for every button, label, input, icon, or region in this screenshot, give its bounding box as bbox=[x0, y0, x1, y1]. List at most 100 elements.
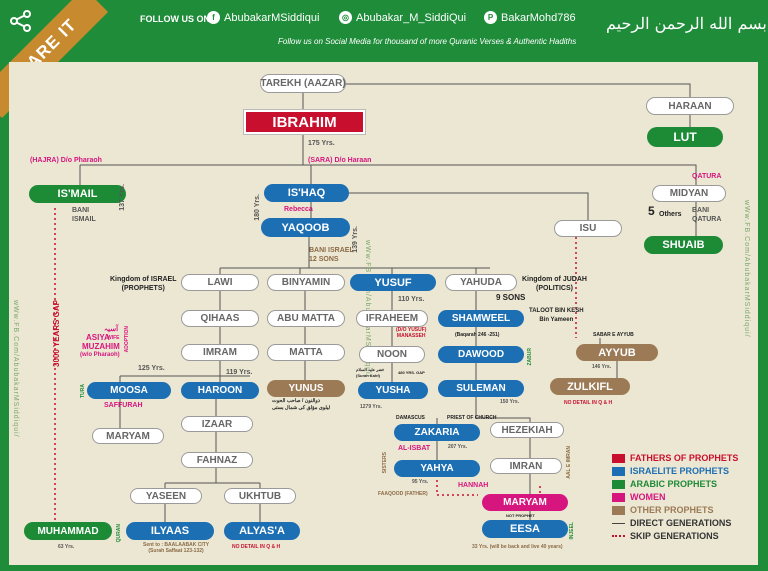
legend-label: DIRECT GENERATIONS bbox=[630, 518, 732, 528]
imram-years: 125 Yrs. bbox=[138, 365, 165, 372]
legend-label: SKIP GENERATIONS bbox=[630, 531, 719, 541]
node-ukhtub[interactable]: UKHTUB bbox=[224, 488, 296, 504]
legend-swatch bbox=[612, 505, 625, 515]
node-zakaria[interactable]: ZAKARIA bbox=[394, 424, 480, 441]
no-detail-zulkifl: NO DETAIL IN Q & H bbox=[564, 400, 613, 406]
node-haroon[interactable]: HAROON bbox=[181, 382, 259, 399]
tura-label: TURA bbox=[80, 384, 86, 398]
sisters-label: SISTERS bbox=[382, 452, 388, 474]
node-maryam-mother[interactable]: MARYAM bbox=[482, 494, 568, 511]
node-izaar[interactable]: IZAAR bbox=[181, 416, 253, 432]
node-lawi[interactable]: LAWI bbox=[181, 274, 259, 291]
pinterest-icon: P bbox=[484, 11, 497, 24]
node-yaqoob[interactable]: YAQOOB bbox=[261, 218, 350, 237]
sara-label: (SARA) D/o Haraan bbox=[308, 157, 372, 164]
saffurah-label: SAFFURAH bbox=[104, 402, 143, 409]
node-shamweel[interactable]: SHAMWEEL bbox=[438, 310, 524, 327]
legend-item: SKIP GENERATIONS bbox=[612, 531, 719, 541]
node-yusha[interactable]: YUSHA bbox=[358, 382, 428, 399]
legend-label: ISRAELITE PROPHETS bbox=[630, 466, 730, 476]
node-midyan[interactable]: MIDYAN bbox=[652, 185, 726, 202]
injeel-label: INJEEL bbox=[569, 522, 575, 540]
node-maryam-sister[interactable]: MARYAM bbox=[92, 428, 164, 444]
node-qihaas[interactable]: QIHAAS bbox=[181, 310, 259, 327]
nine-sons-label: 9 SONS bbox=[496, 293, 526, 302]
hannah-label: HANNAH bbox=[458, 482, 489, 489]
taloot-label: TALOOT BIN KESH Bin Yameen bbox=[529, 308, 584, 323]
ismail-years: 137 Yrs. bbox=[119, 184, 126, 211]
five-others-count: 5 bbox=[648, 204, 655, 218]
node-yaseen[interactable]: YASEEN bbox=[130, 488, 202, 504]
node-imran[interactable]: IMRAN bbox=[490, 458, 562, 474]
legend-swatch bbox=[612, 466, 625, 476]
node-tarekh[interactable]: TAREKH (AAZAR) bbox=[260, 74, 346, 93]
node-yunus[interactable]: YUNUS bbox=[267, 380, 345, 397]
node-dawood[interactable]: DAWOOD bbox=[438, 346, 524, 363]
node-abu-matta[interactable]: ABU MATTA bbox=[267, 310, 345, 327]
others-label: Others bbox=[659, 211, 682, 218]
ishaq-years: 180 Yrs. bbox=[254, 194, 261, 221]
aal-imran-label: AAL E IMRAN bbox=[566, 446, 572, 479]
node-ismail[interactable]: IS'MAIL bbox=[29, 185, 126, 203]
legend-item: DIRECT GENERATIONS bbox=[612, 518, 731, 528]
node-ishaq[interactable]: IS'HAQ bbox=[264, 184, 349, 202]
yusuf-years: 110 Yrs. bbox=[398, 296, 425, 303]
suleman-years: 150 Yrs. bbox=[500, 399, 520, 405]
node-suleman[interactable]: SULEMAN bbox=[438, 380, 524, 397]
node-hezekiah[interactable]: HEZEKIAH bbox=[490, 422, 564, 438]
follow-label: FOLLOW US ON bbox=[140, 14, 210, 24]
node-isu[interactable]: ISU bbox=[554, 220, 622, 237]
node-lut[interactable]: LUT bbox=[647, 127, 723, 147]
faaqood-label: FAAQOOD (FATHER) bbox=[378, 491, 428, 497]
years-gap-label: 3000 YEARS GAP bbox=[52, 300, 61, 367]
node-yahya[interactable]: YAHYA bbox=[394, 460, 480, 477]
share-icon[interactable] bbox=[8, 8, 34, 34]
bani-israel-label: BANI ISRAEL 12 SONS bbox=[309, 247, 354, 263]
node-ifraheem[interactable]: IFRAHEEM bbox=[356, 310, 428, 327]
yunus-arabic-label: ذوالنون / صاحب الحوت لیلوی مؤلق کی شمال … bbox=[272, 398, 331, 411]
node-ibrahim[interactable]: IBRAHIM bbox=[243, 109, 366, 135]
node-haraan[interactable]: HARAAN bbox=[646, 97, 734, 115]
zakaria-years: 207 Yrs. bbox=[448, 444, 468, 450]
ilyaas-sent-label: Sent to : BAALAABAK CITY (Surah Saffaat … bbox=[143, 542, 210, 554]
node-ilyaas[interactable]: ILYAAS bbox=[126, 522, 214, 540]
surah-kahf-label: خضر علیہ السلام (Surah Kahf) bbox=[356, 367, 385, 378]
node-imram[interactable]: IMRAM bbox=[181, 344, 259, 361]
node-moosa[interactable]: MOOSA bbox=[87, 382, 171, 399]
node-binyamin[interactable]: BINYAMIN bbox=[267, 274, 345, 291]
node-noon[interactable]: NOON bbox=[359, 346, 425, 363]
tagline: Follow us on Social Media for thousand o… bbox=[278, 37, 577, 46]
asiya-wife-label: WIFE bbox=[107, 335, 120, 341]
node-muhammad[interactable]: MUHAMMAD bbox=[24, 522, 112, 540]
node-alyasa[interactable]: ALYAS'A bbox=[224, 522, 300, 540]
al-isbat-label: AL-ISBAT bbox=[398, 445, 431, 452]
right-url-watermark: wWw.FB.Com/AbubakarMSiddiqui/ bbox=[743, 200, 750, 338]
imram-years-2: 119 Yrs. bbox=[226, 369, 253, 376]
no-detail-alyasa: NO DETAIL IN Q & H bbox=[232, 544, 281, 550]
legend-swatch bbox=[612, 453, 625, 463]
wo-pharaoh-label: (w/o Pharaoh) bbox=[80, 352, 120, 358]
gap-480-label: 480 YRS. GAP bbox=[398, 370, 425, 375]
node-yusuf[interactable]: YUSUF bbox=[350, 274, 436, 291]
facebook-link[interactable]: f AbubakarMSiddiqui bbox=[207, 11, 319, 24]
node-eesa[interactable]: EESA bbox=[482, 520, 568, 538]
pinterest-link[interactable]: P BakarMohd786 bbox=[484, 11, 576, 24]
hajra-label: (HAJRA) D/o Pharaoh bbox=[30, 157, 102, 164]
asiya-label: ASIYA bbox=[86, 333, 110, 342]
node-zulkifl[interactable]: ZULKIFL bbox=[550, 378, 630, 395]
node-ayyub[interactable]: AYYUB bbox=[576, 344, 658, 361]
rebecca-label: Rebecca bbox=[284, 206, 313, 213]
node-shuaib[interactable]: SHUAIB bbox=[644, 236, 723, 254]
bani-ismail-label: BANI ISMAIL bbox=[72, 207, 96, 223]
facebook-handle: AbubakarMSiddiqui bbox=[224, 11, 320, 24]
instagram-link[interactable]: ◎ Abubakar_M_SiddiQui bbox=[339, 11, 466, 24]
facebook-icon: f bbox=[207, 11, 220, 24]
node-matta[interactable]: MATTA bbox=[267, 344, 345, 361]
left-url-watermark: wWw.FB.Com/AbubakarMSiddiqui/ bbox=[12, 300, 19, 438]
node-yahuda[interactable]: YAHUDA bbox=[445, 274, 517, 291]
node-fahnaz[interactable]: FAHNAZ bbox=[181, 452, 253, 468]
quran-label: QURAN bbox=[116, 524, 122, 543]
